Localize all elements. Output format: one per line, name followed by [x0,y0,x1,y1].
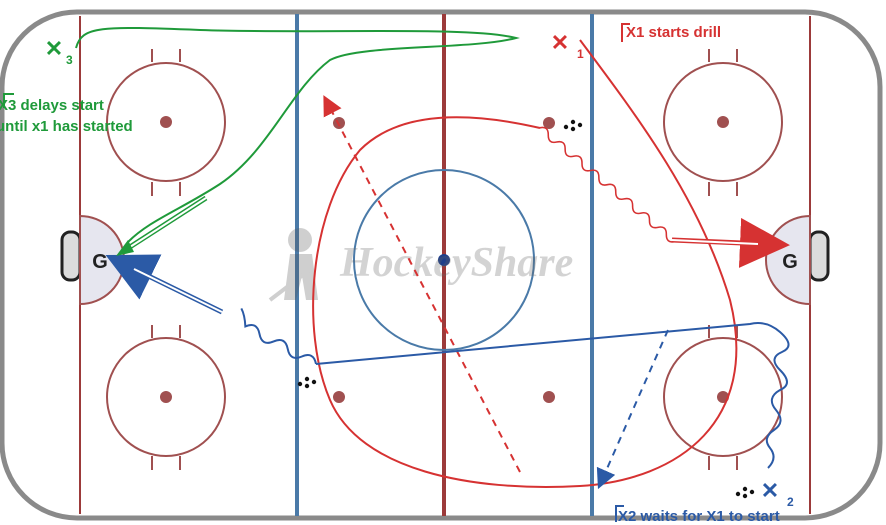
player-x1-marker: ✕ [551,30,569,55]
x1-pass-dashed-arrow [323,95,521,473]
watermark-text: HockeyShare [339,240,573,286]
player-x3-marker: ✕ [45,36,63,61]
faceoff-circle-top-left [106,49,226,196]
note-x3-line2: until x1 has started [0,118,133,135]
x1-skating-path [312,39,738,488]
x3-skating-path [75,27,520,243]
x2-skating-path [315,322,790,469]
player-x1-subscript: 1 [577,47,584,61]
neutral-dot-bottom-right [543,391,555,403]
puck-dots-x2-start [735,486,755,499]
puck-dots-x1 [563,119,583,132]
neutral-dot-bottom-left [333,391,345,403]
x1-stickhandle-wave [539,126,675,243]
player-x2-marker: ✕ [761,478,779,503]
faceoff-circle-bottom-left [106,325,226,470]
center-circle [353,169,535,351]
goalie-left-label: G [92,251,108,273]
note-x1-text: X1 starts drill [626,24,721,41]
puck-dots-x2 [297,376,317,389]
x2-stickhandle-wave [240,307,317,365]
player-x3-subscript: 3 [66,53,73,67]
note-x3-bracket [3,93,14,108]
goalie-right-label: G [782,251,798,273]
player-x2-subscript: 2 [787,495,794,509]
note-x2-text: X2 waits for X1 to start [618,508,780,525]
center-faceoff-dot [438,254,450,266]
note-x3-line1: X3 delays start [0,97,104,114]
faceoff-circle-top-right [663,49,783,196]
neutral-dot-top-right [543,117,555,129]
note-x2-bracket [615,505,624,522]
note-x1-bracket [621,23,630,42]
x2-pass-dashed-arrow [596,329,669,490]
watermark-logo: HockeyShare [268,228,573,302]
